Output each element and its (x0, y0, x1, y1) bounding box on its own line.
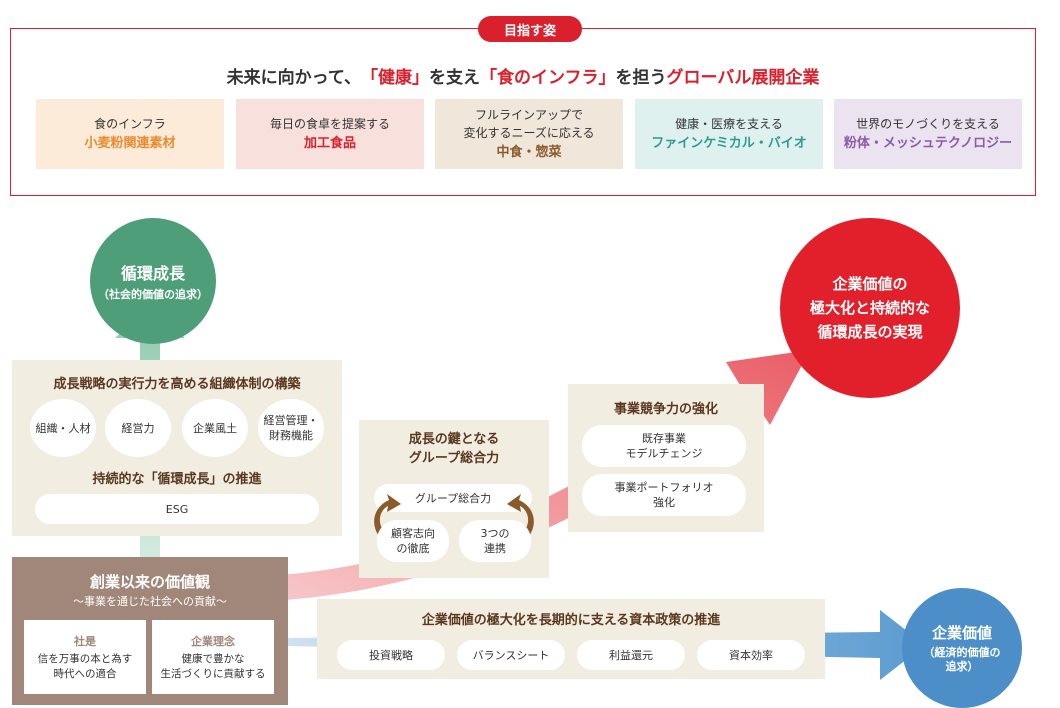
group-item: 顧客志向 の徹底 (377, 520, 449, 562)
org-box-title: 成長戦略の実行力を高める組織体制の構築 (53, 376, 301, 392)
capital-item: 投資戦略 (337, 640, 445, 670)
group-synergy-pill: グループ総合力 (374, 484, 532, 512)
vision-card: 世界のモノづくりを支える粉体・メッシュテクノロジー (834, 99, 1022, 169)
esg-pill: ESG (35, 494, 319, 524)
vision-card: フルラインアップで変化するニーズに応える中食・惣菜 (435, 99, 623, 169)
cyclical-growth-circle: 循環成長 （社会的価値の追求） (90, 218, 216, 344)
corporate-value-circle: 企業価値 （経済的価値の 追求） (902, 588, 1022, 708)
heading-part-5: を担う (615, 67, 667, 88)
heading-part-6: グローバル展開企業 (666, 67, 820, 88)
vision-card: 健康・医療を支えるファインケミカル・バイオ (635, 99, 823, 169)
capital-item: 資本効率 (697, 640, 805, 670)
founding-item-label: 社是 (74, 634, 96, 648)
competitive-item: 事業ポートフォリオ 強化 (582, 474, 746, 516)
group-item: 3つの 連携 (459, 520, 531, 562)
capital-policy-title: 企業価値の極大化を長期的に支える資本政策の推進 (421, 612, 721, 628)
founding-item-text: 健康で豊かな 生活づくりに貢献する (160, 652, 266, 680)
vision-card-line: 変化するニーズに応える (463, 126, 595, 140)
vision-card-line: 世界のモノづくりを支える (856, 117, 1000, 131)
corporate-value-subtitle: （経済的価値の 追求） (923, 646, 1001, 673)
founding-title: 創業以来の価値観 (89, 572, 210, 591)
vision-card: 毎日の食卓を提案する加工食品 (236, 99, 424, 169)
org-item: 経営管理・ 財務機能 (258, 399, 324, 457)
vision-card-line: フルラインアップで (474, 108, 583, 122)
vision-tag: 目指す姿 (478, 16, 582, 42)
org-box-subtitle: 持続的な「循環成長」の推進 (92, 471, 262, 487)
vision-card-highlight: 加工食品 (303, 136, 356, 151)
vision-card-highlight: ファインケミカル・バイオ (651, 136, 807, 151)
corporate-value-title: 企業価値 (931, 624, 992, 642)
competitive-item: 既存事業 モデルチェンジ (582, 425, 746, 467)
heading-part-4: 「食のインフラ」 (479, 67, 616, 88)
competitive-box-title: 事業競争力の強化 (613, 401, 718, 417)
heading-part-3: を支え (428, 67, 480, 88)
org-item: 企業風土 (182, 399, 248, 457)
vision-card-line: 毎日の食卓を提案する (269, 117, 390, 131)
founding-item-text: 信を万事の本と為す 時代への適合 (37, 652, 133, 680)
capital-item: 利益還元 (577, 640, 685, 670)
heading-part-1: 未来に向かって、 (226, 67, 361, 88)
goal-circle-text: 企業価値の 極大化と持続的な 循環成長の実現 (809, 275, 930, 341)
cyclical-growth-title: 循環成長 (120, 264, 185, 283)
capital-item: バランスシート (457, 640, 565, 670)
founding-item: 企業理念健康で豊かな 生活づくりに貢献する (152, 620, 274, 694)
founding-item: 社是信を万事の本と為す 時代への適合 (24, 620, 146, 694)
vision-card-highlight: 小麦粉関連素材 (84, 136, 176, 151)
vision-card-highlight: 中食・惣菜 (496, 145, 562, 160)
vision-card: 食のインフラ小麦粉関連素材 (36, 99, 224, 169)
org-item: 経営力 (105, 399, 171, 457)
vision-card-line: 食のインフラ (94, 117, 166, 131)
group-box-title: 成長の鍵となる グループ総合力 (408, 432, 500, 466)
goal-circle: 企業価値の 極大化と持続的な 循環成長の実現 (780, 218, 960, 398)
vision-heading: 未来に向かって、「健康」を支え「食のインフラ」を担うグローバル展開企業 (10, 62, 1036, 88)
org-item: 組織・人材 (30, 399, 96, 457)
founding-subtitle: ～事業を通じた社会への貢献～ (73, 595, 227, 608)
growth-arrow-icon (280, 350, 810, 600)
cyclical-growth-subtitle: （社会的価値の追求） (98, 288, 208, 301)
founding-item-label: 企業理念 (191, 634, 235, 648)
vision-card-highlight: 粉体・メッシュテクノロジー (843, 136, 1013, 151)
heading-part-2: 「健康」 (360, 67, 429, 88)
vision-card-line: 健康・医療を支える (675, 117, 783, 131)
